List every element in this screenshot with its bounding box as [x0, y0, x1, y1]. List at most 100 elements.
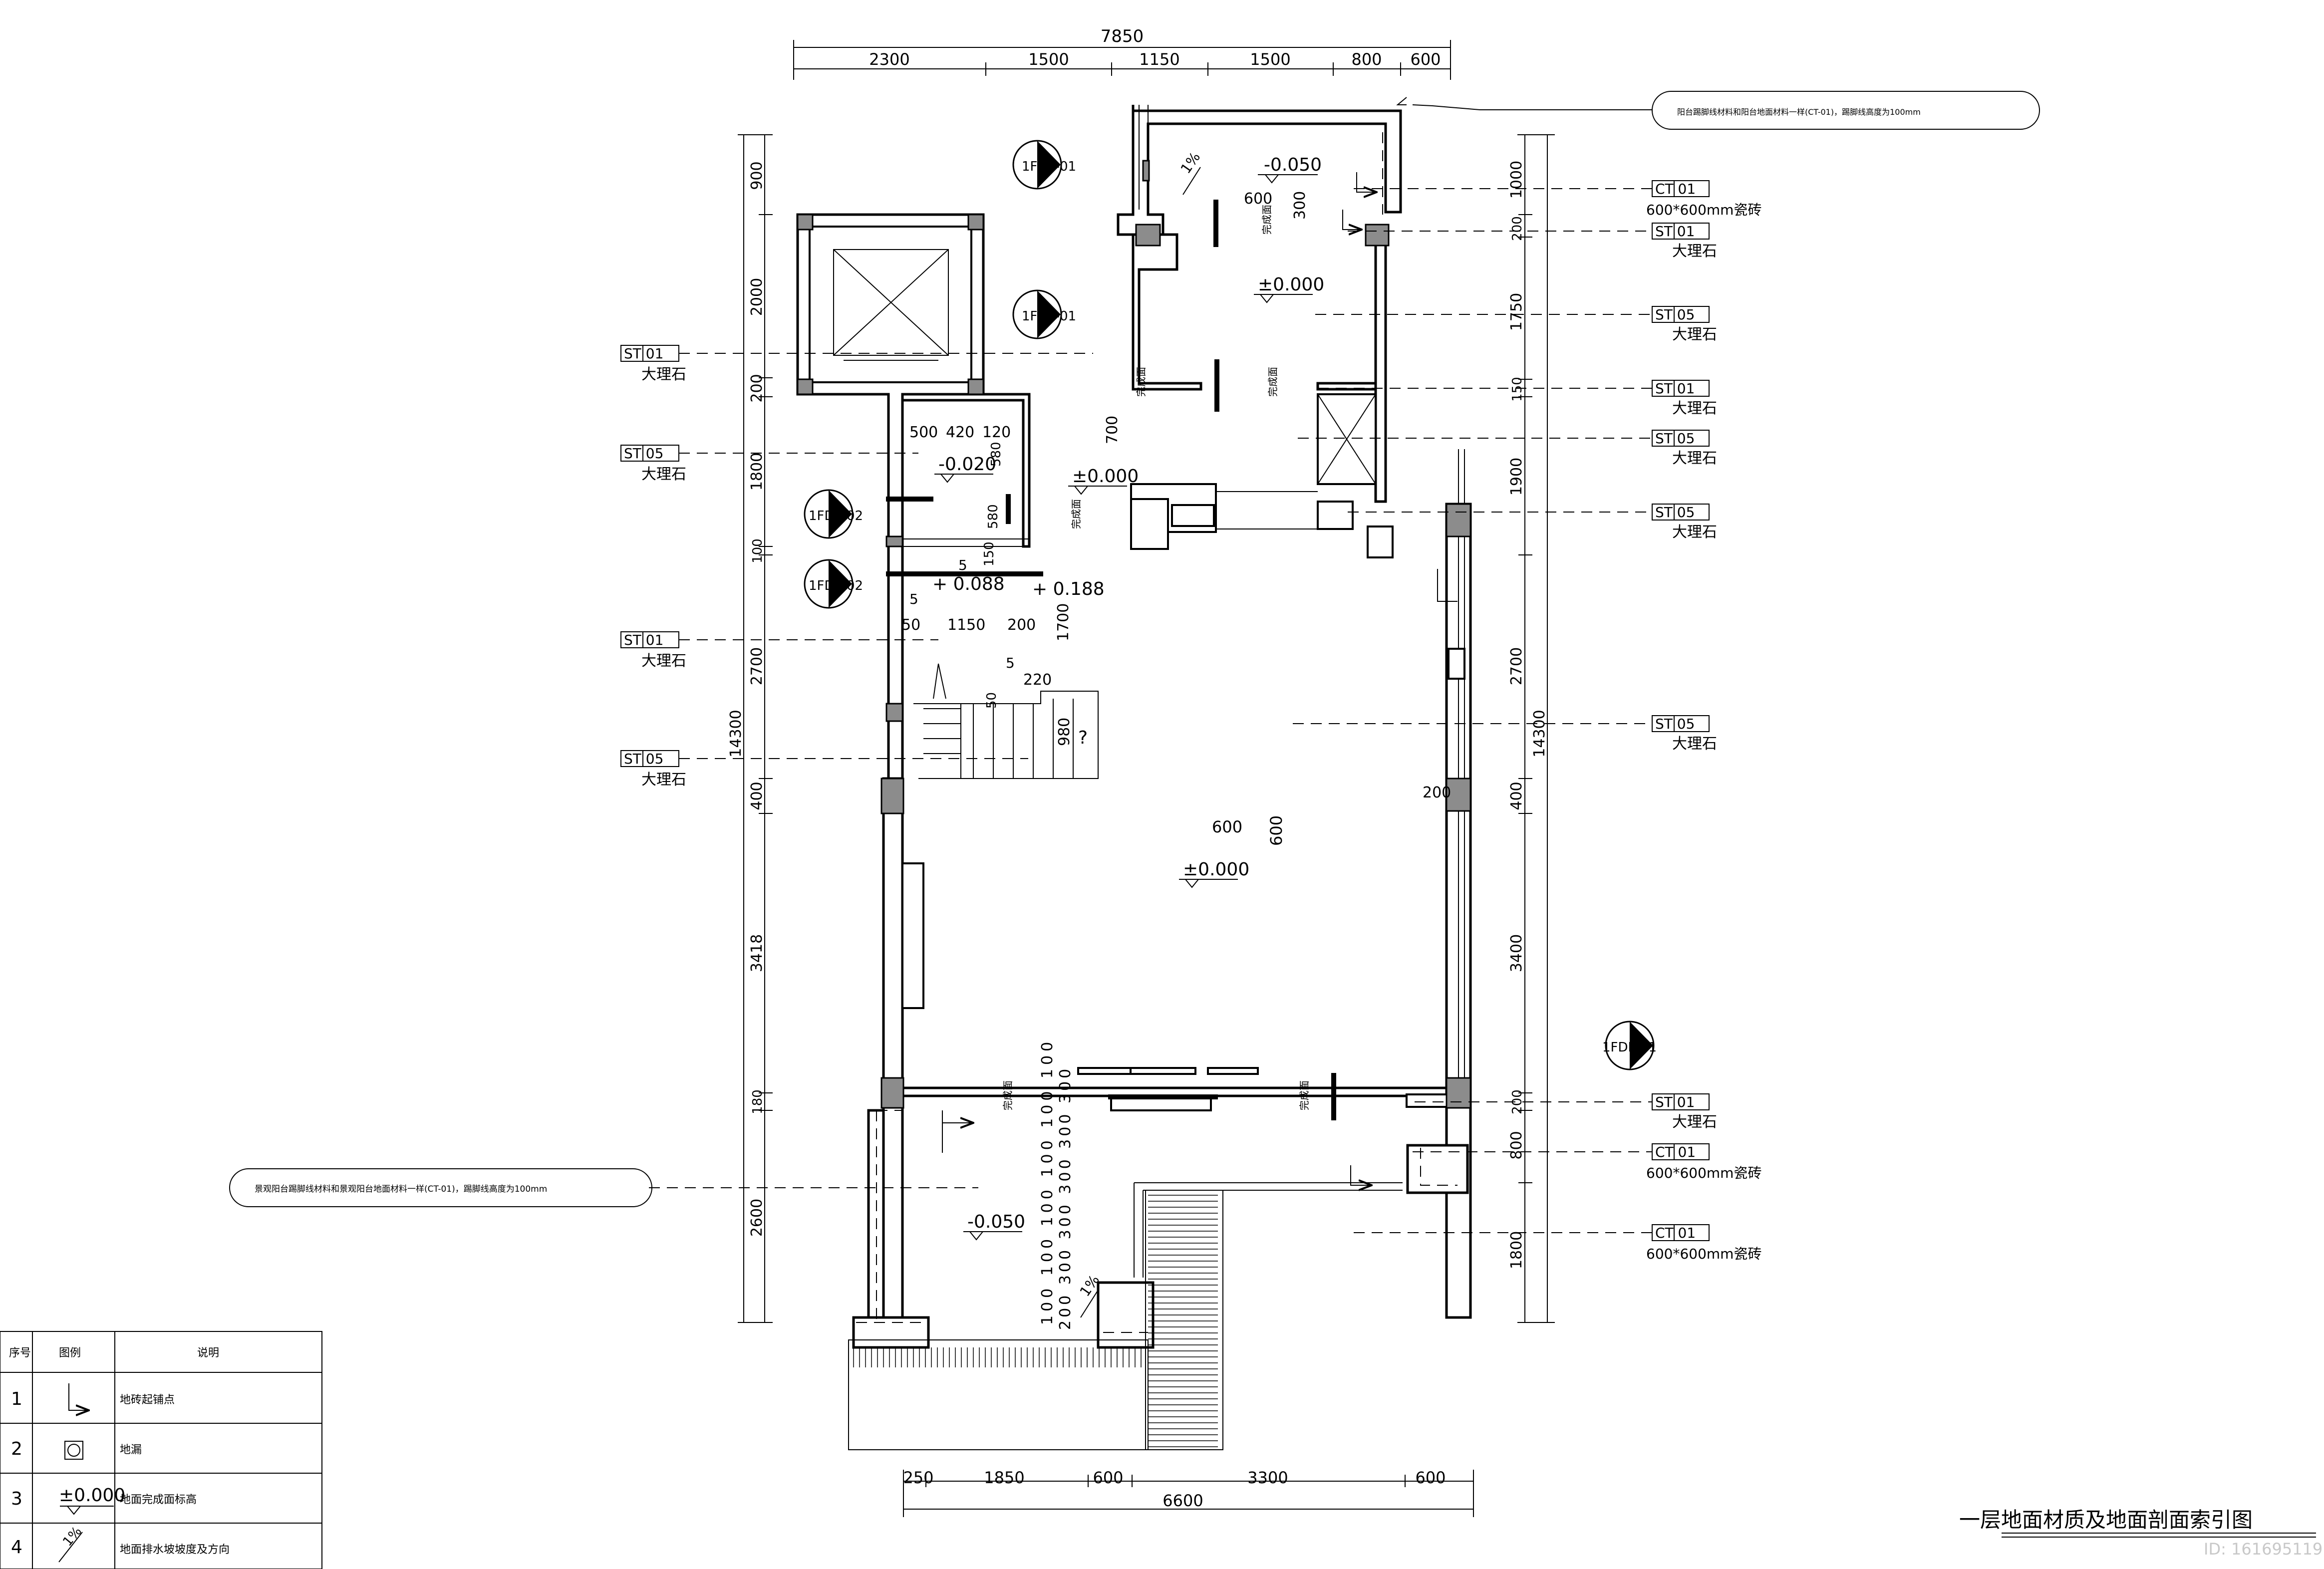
- material-tag: ST 01 大理石: [620, 631, 686, 670]
- legend-header-desc: 说明: [197, 1347, 219, 1359]
- dim-grid-h: 600: [1267, 815, 1286, 846]
- dim-right-5: 1900: [1508, 458, 1525, 496]
- svg-text:景观阳台踢脚线材料和景观阳台地面材料一样(CT-01)，踢脚: 景观阳台踢脚线材料和景观阳台地面材料一样(CT-01)，踢脚线高度为100mm: [255, 1184, 547, 1194]
- dim-220: 220: [1023, 671, 1052, 689]
- dim-right-6: 2700: [1508, 647, 1525, 685]
- dim-question: ?: [1078, 728, 1088, 748]
- svg-text:地面排水坡坡度及方向: 地面排水坡坡度及方向: [120, 1544, 230, 1556]
- dim-top-4: 1500: [1250, 50, 1290, 69]
- level-hall: ±0.000: [1072, 466, 1139, 487]
- svg-text:ST 05: ST 05: [1655, 430, 1695, 447]
- svg-text:2: 2: [11, 1439, 22, 1459]
- material-tag: CT 01 600*600mm瓷砖: [1646, 180, 1761, 218]
- material-tag: CT 01 600*600mm瓷砖: [1646, 1224, 1761, 1262]
- svg-text:600*600mm瓷砖: 600*600mm瓷砖: [1646, 1165, 1761, 1181]
- svg-text:大理石: 大理石: [641, 652, 686, 670]
- level-stair-a: + 0.088: [932, 574, 1005, 594]
- svg-text:ST 05: ST 05: [1655, 306, 1695, 323]
- material-tag: ST 05 大理石: [1652, 715, 1717, 753]
- svg-text:ST 01: ST 01: [1655, 1094, 1695, 1110]
- level-symbol: ±0.000: [59, 1485, 125, 1506]
- dim-top-6: 600: [1410, 50, 1441, 69]
- dim-bottom-5: 600: [1415, 1468, 1446, 1487]
- material-tags-right: CT 01 600*600mm瓷砖 ST 01 大理石 ST 05 大理石 ST…: [1646, 180, 1761, 1262]
- dim-700: 700: [1104, 416, 1121, 444]
- dim-bottom-2: 1850: [984, 1468, 1024, 1487]
- material-tag: ST 05 大理石: [1652, 430, 1717, 467]
- svg-text:大理石: 大理石: [1672, 400, 1717, 417]
- section-ref-3: 1FDP-02: [804, 489, 863, 539]
- dim-stack-2: 200 300 300 300 300 300: [1057, 1066, 1074, 1330]
- dim-left-total: 14300: [727, 710, 745, 757]
- svg-text:ST 01: ST 01: [624, 345, 663, 362]
- material-tag: CT 01 600*600mm瓷砖: [1646, 1143, 1761, 1181]
- svg-text:完成面: 完成面: [1002, 1080, 1014, 1110]
- svg-text:ST 01: ST 01: [1655, 223, 1695, 240]
- dim-bottom-total: 6600: [1162, 1491, 1203, 1510]
- dim-bottom-3: 600: [1093, 1468, 1123, 1487]
- dim-top-total: 7850: [1101, 26, 1144, 46]
- svg-text:ST 05: ST 05: [1655, 504, 1695, 521]
- dim-300-top: 300: [1291, 191, 1309, 220]
- dim-bottom-1: 250: [903, 1468, 933, 1487]
- dim-120: 120: [982, 424, 1011, 441]
- tile-start-icon: [68, 1383, 89, 1410]
- svg-text:完成面: 完成面: [1267, 367, 1279, 397]
- svg-text:600*600mm瓷砖: 600*600mm瓷砖: [1646, 1246, 1761, 1262]
- material-tag: ST 05 大理石: [620, 445, 686, 483]
- dim-top-3: 1150: [1139, 50, 1179, 69]
- dim-top-2: 1500: [1028, 50, 1069, 69]
- svg-text:完成面: 完成面: [1261, 205, 1273, 235]
- material-tag: ST 05 大理石: [1652, 306, 1717, 343]
- dim-left-10: 2600: [748, 1199, 766, 1237]
- material-tag: ST 01 大理石: [620, 345, 686, 383]
- svg-text:CT 01: CT 01: [1655, 181, 1696, 197]
- material-tag: ST 05 大理石: [620, 750, 686, 788]
- terrace-hatch: [848, 1190, 1223, 1450]
- svg-text:1FDP-01: 1FDP-01: [1022, 159, 1076, 174]
- dim-580a: 580: [989, 442, 1004, 467]
- tile-start-points: [942, 172, 1457, 1185]
- dim-right-11: 1800: [1508, 1231, 1525, 1269]
- material-tag: ST 05 大理石: [1652, 504, 1717, 541]
- walls: [796, 105, 1472, 1349]
- dim-left-2: 2000: [748, 278, 766, 316]
- dim-600-top: 600: [1244, 190, 1272, 208]
- watermark: ID: 161695119: [2204, 1540, 2323, 1559]
- section-ref-1: 1FDP-01: [1012, 140, 1076, 190]
- inner-dimensions: 600 300 500 420 120 580 580 700 150 5 5 …: [901, 190, 1451, 1330]
- dim-580b: 580: [986, 504, 1001, 529]
- svg-text:4: 4: [11, 1537, 22, 1558]
- dim-50a: 50: [901, 616, 920, 634]
- material-tag: ST 01 大理石: [1652, 223, 1717, 260]
- legend-header-no: 序号: [9, 1347, 31, 1359]
- dim-right-3: 1750: [1508, 293, 1525, 331]
- dim-left-1: 900: [748, 161, 766, 190]
- level-balcony-top: -0.050: [1264, 155, 1322, 175]
- dim-50b: 50: [984, 692, 999, 709]
- dim-150: 150: [982, 541, 997, 566]
- drawing-title: 一层地面材质及地面剖面索引图: [1959, 1508, 2253, 1532]
- svg-text:大理石: 大理石: [641, 366, 686, 383]
- dim-1150: 1150: [947, 616, 985, 634]
- svg-text:大理石: 大理石: [1672, 326, 1717, 343]
- bottom-dimension-chain: 250 1850 600 3300 600 6600: [903, 1468, 1474, 1517]
- finish-labels: 完成面 完成面 完成面 完成面 完成面 完成面: [1002, 205, 1310, 1110]
- dim-left-3: 200: [748, 374, 766, 402]
- svg-text:ST 05: ST 05: [1655, 716, 1695, 732]
- svg-text:地面完成面标高: 地面完成面标高: [120, 1494, 197, 1506]
- slope-1: 1%: [1177, 149, 1204, 177]
- level-kitchen: ±0.000: [1258, 274, 1324, 295]
- svg-text:ST 01: ST 01: [1655, 380, 1695, 397]
- dim-top-1: 2300: [869, 50, 909, 69]
- dim-bottom-4: 3300: [1247, 1468, 1288, 1487]
- material-tags-left: ST 01 大理石 ST 05 大理石 ST 01 大理石 ST 05 大理石: [620, 345, 686, 788]
- structural-columns: [797, 160, 1471, 1109]
- svg-text:1FDP-01: 1FDP-01: [1602, 1040, 1657, 1055]
- section-cut-marks: [886, 200, 1336, 1120]
- right-dimension-chain: 1000 200 1750 150 1900 2700 400 3400 200…: [1508, 134, 1555, 1323]
- svg-text:完成面: 完成面: [1135, 367, 1147, 397]
- dim-right-total: 14300: [1531, 710, 1548, 757]
- svg-text:1FDP-02: 1FDP-02: [809, 578, 863, 593]
- dim-1700: 1700: [1055, 603, 1072, 641]
